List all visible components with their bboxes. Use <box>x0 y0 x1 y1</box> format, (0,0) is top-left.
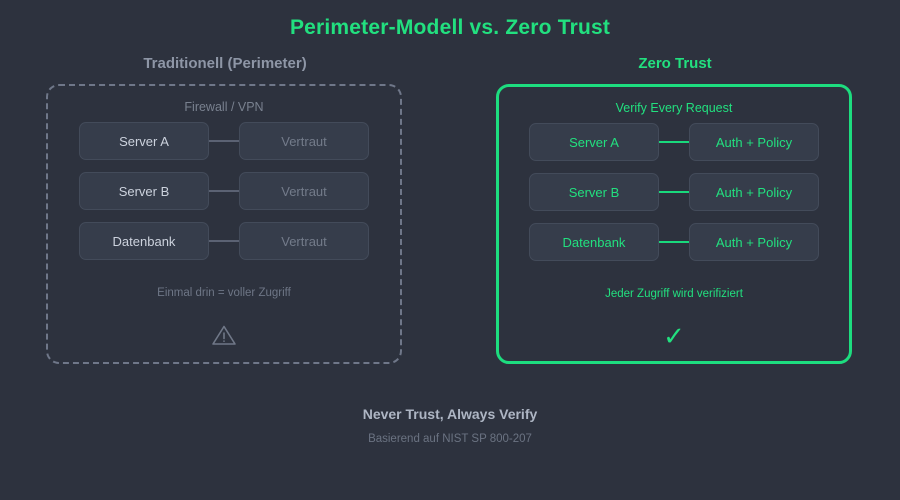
panel-traditional-perimeter: Firewall / VPN Server A Vertraut Server … <box>46 84 402 364</box>
check-mark-glyph: ✓ <box>663 321 685 351</box>
node-source: Datenbank <box>79 222 209 260</box>
panel-subtitle-verify-every-request: Verify Every Request <box>615 101 733 115</box>
node-row: Server B Auth + Policy <box>499 173 849 211</box>
panel-subtitle-firewall-vpn: Firewall / VPN <box>184 100 264 114</box>
warning-triangle-icon <box>48 318 400 352</box>
connector-line <box>209 190 239 192</box>
node-source: Server B <box>529 173 659 211</box>
node-target: Auth + Policy <box>689 173 819 211</box>
node-source: Datenbank <box>529 223 659 261</box>
node-target: Vertraut <box>239 222 369 260</box>
column-heading-zero-trust: Zero Trust <box>638 55 712 72</box>
node-source: Server A <box>79 122 209 160</box>
column-heading-traditional: Traditionell (Perimeter) <box>143 55 307 72</box>
panel-note-left: Einmal drin = voller Zugriff <box>157 287 291 299</box>
panel-note-right: Jeder Zugriff wird verifiziert <box>605 288 743 300</box>
page-title: Perimeter-Modell vs. Zero Trust <box>289 16 611 39</box>
node-row-group-right: Server A Auth + Policy Server B Auth + P… <box>499 123 849 273</box>
node-row: Server B Vertraut <box>48 172 400 210</box>
panel-zero-trust: Verify Every Request Server A Auth + Pol… <box>496 84 852 364</box>
node-row-group-left: Server A Vertraut Server B Vertraut Date… <box>48 122 400 272</box>
node-target: Auth + Policy <box>689 223 819 261</box>
node-source: Server B <box>79 172 209 210</box>
node-target: Vertraut <box>239 172 369 210</box>
footer-source-note: Basierend auf NIST SP 800-207 <box>368 433 532 445</box>
check-mark-icon: ✓ <box>499 319 849 353</box>
connector-line <box>659 141 689 143</box>
node-row: Server A Vertraut <box>48 122 400 160</box>
connector-line <box>659 191 689 193</box>
node-source: Server A <box>529 123 659 161</box>
connector-line <box>209 140 239 142</box>
node-target: Auth + Policy <box>689 123 819 161</box>
footer-headline: Never Trust, Always Verify <box>362 406 538 422</box>
node-target: Vertraut <box>239 122 369 160</box>
node-row: Server A Auth + Policy <box>499 123 849 161</box>
connector-line <box>659 241 689 243</box>
node-row: Datenbank Vertraut <box>48 222 400 260</box>
node-row: Datenbank Auth + Policy <box>499 223 849 261</box>
connector-line <box>209 240 239 242</box>
